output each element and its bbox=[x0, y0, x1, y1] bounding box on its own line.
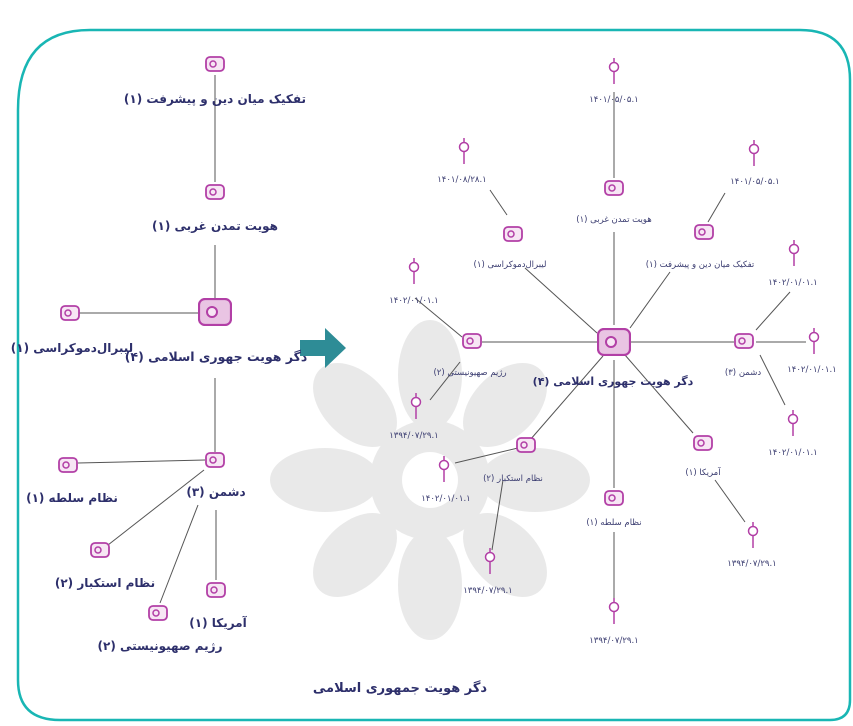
document-label: ۱۴۰۱/۰۸/۲۸.۱ bbox=[437, 175, 487, 185]
node-label-western-civilization: هویت تمدن غربی (۱) bbox=[152, 219, 278, 234]
right-network: هویت تمدن غربی (۱) لیبرال‌دموکراسی (۱) ت… bbox=[389, 58, 837, 646]
watermark-rosette bbox=[270, 320, 590, 640]
node-label-hub: دگر هویت جهوری اسلامی (۴) bbox=[125, 349, 308, 364]
document-label: ۱۴۰۱/۰۵/۰۵.۱ bbox=[730, 177, 780, 187]
document-node-icon bbox=[748, 140, 760, 166]
code-node-icon bbox=[205, 184, 225, 200]
node-label-separation: تفکیک میان دین و پیشرفت (۱) bbox=[124, 92, 306, 107]
document-node-icon bbox=[787, 410, 799, 436]
node-label-america: آمریکا (۱) bbox=[189, 615, 247, 630]
document-node-icon bbox=[608, 58, 620, 84]
document-label: ۱۴۰۲/۰۱/۰۱.۱ bbox=[389, 296, 439, 306]
code-node-icon bbox=[206, 582, 226, 598]
transition-arrow bbox=[300, 328, 346, 368]
code-node-icon bbox=[205, 56, 225, 72]
code-node-icon bbox=[694, 224, 714, 240]
node-label-liberal-democracy: لیبرال‌دموکراسی (۱) bbox=[11, 341, 133, 356]
node-label-hub: دگر هویت جهوری اسلامی (۴) bbox=[533, 375, 694, 388]
code-node-icon bbox=[58, 457, 78, 473]
code-node-icon bbox=[462, 333, 482, 349]
document-label: ۱۴۰۱/۰۵/۰۵.۱ bbox=[589, 95, 639, 105]
code-node-icon bbox=[503, 226, 523, 242]
document-label: ۱۳۹۴/۰۷/۲۹.۱ bbox=[727, 559, 777, 569]
code-node-icon bbox=[60, 305, 80, 321]
code-node-icon bbox=[205, 452, 225, 468]
node-label-enemy: دشمن (۳) bbox=[186, 485, 245, 499]
code-node-icon bbox=[90, 542, 110, 558]
document-node-icon bbox=[608, 598, 620, 624]
node-label-domination-system: نظام سلطه (۱) bbox=[586, 518, 641, 528]
document-label: ۱۴۰۲/۰۱/۰۱.۱ bbox=[768, 448, 818, 458]
code-node-icon bbox=[604, 180, 624, 196]
node-label-zionist-regime: رژیم صهیونیستی (۲) bbox=[433, 368, 506, 378]
code-node-icon bbox=[734, 333, 754, 349]
node-label-arrogance-system: نظام استکبار (۲) bbox=[55, 576, 155, 591]
code-node-icon bbox=[148, 605, 168, 621]
document-node-icon bbox=[747, 522, 759, 548]
node-label-separation: تفکیک میان دین و پیشرفت (۱) bbox=[646, 260, 755, 270]
node-label-liberal-democracy: لیبرال‌دموکراسی (۱) bbox=[474, 260, 547, 270]
left-network: تفکیک میان دین و پیشرفت (۱) هویت تمدن غر… bbox=[11, 56, 308, 654]
document-node-icon bbox=[808, 328, 820, 354]
node-label-western-civilization: هویت تمدن غربی (۱) bbox=[576, 215, 651, 225]
code-node-icon bbox=[516, 437, 536, 453]
diagram-title: دگر هویت جمهوری اسلامی bbox=[313, 680, 488, 696]
document-node-icon bbox=[408, 258, 420, 284]
code-node-icon bbox=[693, 435, 713, 451]
code-node-icon bbox=[604, 490, 624, 506]
document-label: ۱۳۹۴/۰۷/۲۹.۱ bbox=[463, 586, 513, 596]
node-label-domination-system: نظام سلطه (۱) bbox=[26, 491, 118, 506]
document-label: ۱۴۰۲/۰۱/۰۱.۱ bbox=[421, 494, 471, 504]
frame-border bbox=[16, 28, 852, 722]
document-label: ۱۴۰۲/۰۱/۰۱.۱ bbox=[787, 365, 837, 375]
document-label: ۱۴۰۲/۰۱/۰۱.۱ bbox=[768, 278, 818, 288]
document-node-icon bbox=[788, 240, 800, 266]
document-label: ۱۳۹۴/۰۷/۲۹.۱ bbox=[589, 636, 639, 646]
hub-node-icon bbox=[198, 298, 232, 326]
node-label-zionist-regime: رژیم صهیونیستی (۲) bbox=[98, 639, 223, 654]
node-label-enemy: دشمن (۳) bbox=[725, 368, 761, 378]
document-node-icon bbox=[458, 138, 470, 164]
node-label-america: آمریکا (۱) bbox=[685, 466, 721, 478]
hub-node-icon bbox=[597, 328, 631, 356]
node-label-arrogance-system: نظام استکبار (۲) bbox=[483, 474, 543, 484]
document-label: ۱۳۹۴/۰۷/۲۹.۱ bbox=[389, 431, 439, 441]
